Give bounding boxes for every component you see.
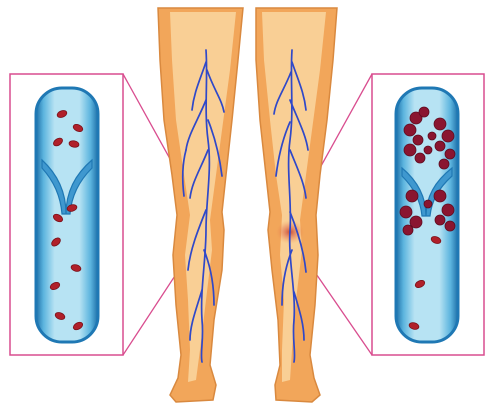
clotted-vein-panel <box>372 74 484 355</box>
left-leg <box>158 8 243 402</box>
right-leg <box>256 8 337 402</box>
normal-vein-wall <box>36 88 98 342</box>
callout-lines <box>123 74 372 355</box>
normal-vein-panel <box>10 74 123 355</box>
